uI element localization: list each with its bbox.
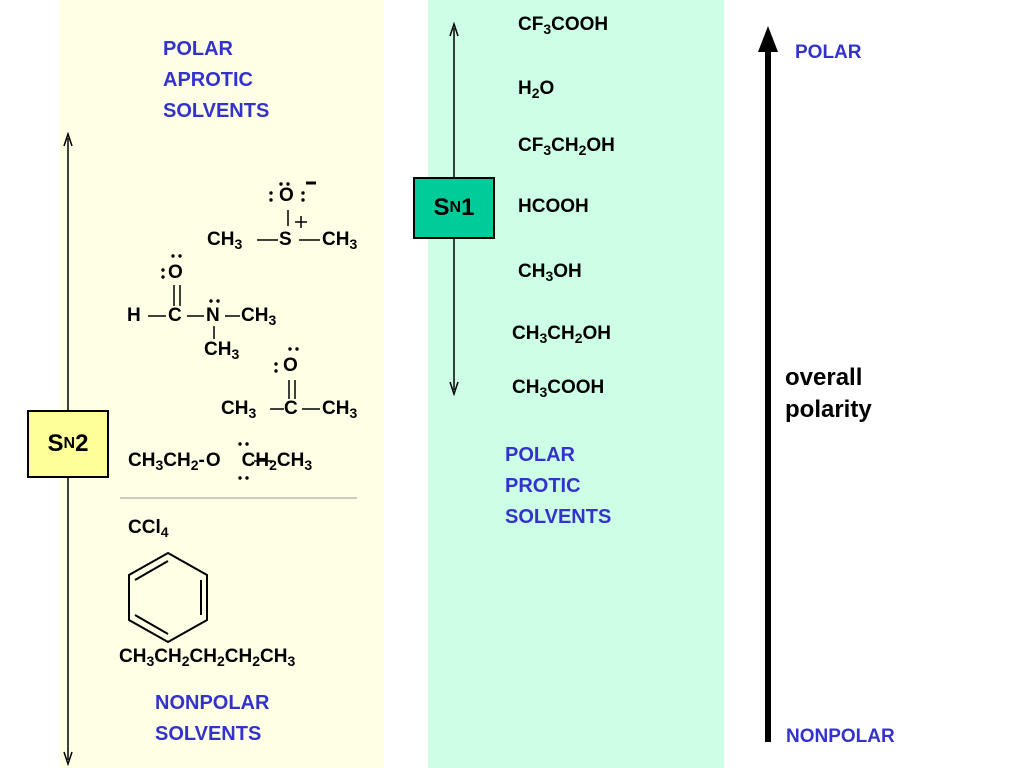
protic-heading-line: POLAR: [505, 444, 575, 466]
ccl4-formula: CCl4: [128, 517, 169, 540]
dmso-lone-pairs: [269, 182, 305, 202]
protic-item-ch3cooh: CH3COOH: [512, 377, 605, 400]
dmso-oxygen: O: [279, 185, 294, 206]
acetone-bonds: [270, 380, 320, 410]
protic-item-cf3cooh: CF3COOH: [518, 14, 609, 37]
dmso-methyl-right: CH3: [322, 229, 358, 252]
protic-item-ch3ch2oh: CH3CH2OH: [512, 323, 611, 346]
dmf-lone-pairs: [161, 254, 220, 303]
protic-heading: POLAR PROTIC SOLVENTS: [505, 440, 611, 533]
dmf-bonds: [148, 285, 240, 339]
scale-top-label: POLAR: [795, 42, 862, 63]
acetone-methyl-right: CH3: [322, 398, 358, 421]
aprotic-heading-line: POLAR: [163, 38, 233, 60]
protic-item-h2o: H2O: [518, 78, 555, 101]
protic-panel: [428, 0, 724, 768]
acetone-carbon: C: [284, 398, 298, 419]
dmf-nitrogen: N: [206, 305, 220, 326]
polarity-scale-arrow: [758, 26, 778, 742]
dmf-methyl-right: CH3: [241, 305, 277, 328]
acetone-lone-pairs: [274, 347, 299, 373]
ether-lone-pairs: [238, 442, 249, 480]
acetone-methyl-left: CH3: [221, 398, 257, 421]
dmf-methyl-down: CH3: [204, 339, 240, 362]
dmf-oxygen: O: [168, 262, 183, 283]
aprotic-heading-line: APROTIC: [163, 69, 253, 91]
dmso-bonds: [257, 181, 320, 241]
aprotic-heading-line: SOLVENTS: [163, 100, 270, 122]
dmf-carbon: C: [168, 305, 182, 326]
dmf-hydrogen: H: [127, 305, 141, 326]
nonpolar-heading: NONPOLAR SOLVENTS: [155, 688, 269, 750]
acetone-oxygen: O: [283, 355, 298, 376]
dmso-methyl-left: CH3: [207, 229, 243, 252]
benzene-ring: [128, 551, 208, 644]
protic-heading-line: PROTIC: [505, 475, 581, 497]
aprotic-panel: [60, 0, 384, 768]
scale-caption-line: overall: [785, 364, 863, 391]
scale-caption-line: polarity: [785, 396, 872, 423]
nonpolar-heading-line: NONPOLAR: [155, 692, 270, 714]
protic-item-ch3oh: CH3OH: [518, 261, 582, 284]
nonpolar-heading-line: SOLVENTS: [155, 723, 262, 745]
dmso-sulfur: S: [279, 229, 292, 250]
scale-bottom-label: NONPOLAR: [786, 726, 895, 747]
pentane-formula: CH3CH2CH2CH2CH3: [119, 646, 296, 669]
aprotic-heading: POLAR APROTIC SOLVENTS: [163, 34, 269, 127]
protic-item-cf3ch2oh: CF3CH2OH: [518, 135, 615, 158]
scale-caption: overall polarity: [785, 362, 872, 426]
protic-heading-line: SOLVENTS: [505, 506, 612, 528]
protic-item-hcooh: HCOOH: [518, 196, 589, 217]
